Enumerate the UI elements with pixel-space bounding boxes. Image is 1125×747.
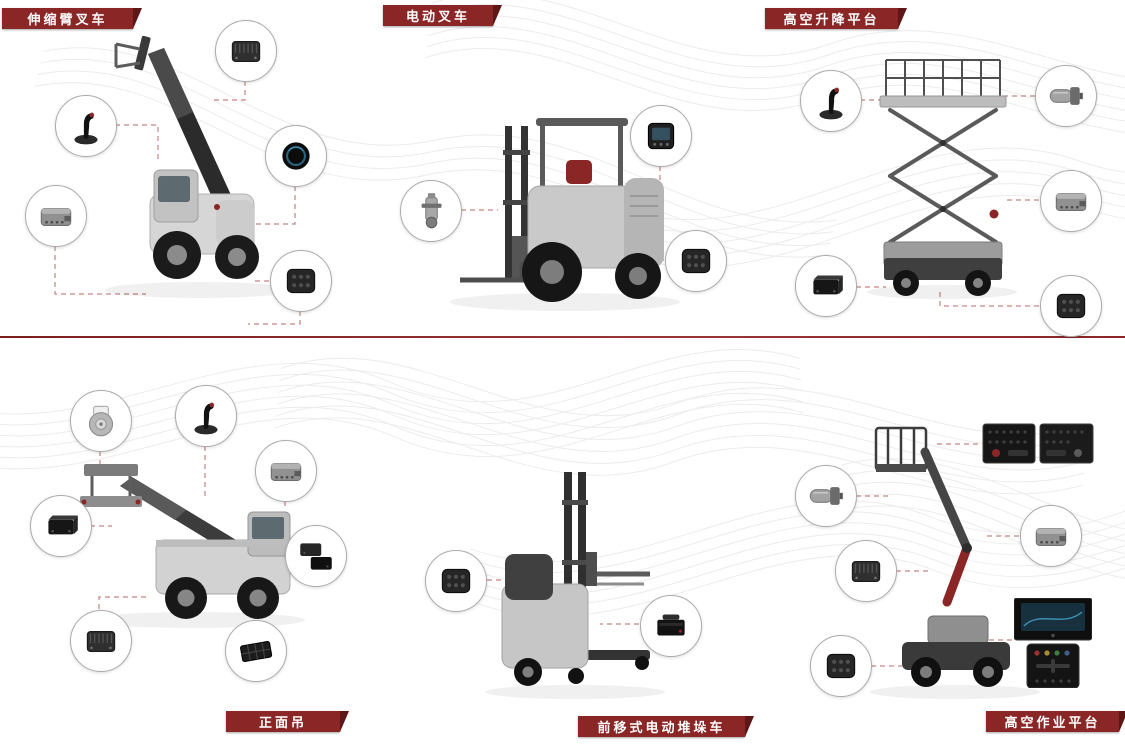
stacker-controller-unit-callout [255, 440, 317, 502]
joystick-icon [185, 395, 227, 437]
boomlift-controller-unit-callout [1020, 505, 1082, 567]
forklift-display-controller-callout [630, 105, 692, 167]
keypad-icon [1050, 285, 1092, 327]
telescopic-joystick-callout [55, 95, 117, 157]
scissor-controller-unit-callout [1040, 170, 1102, 232]
controller-unit-icon [35, 195, 77, 237]
scissor-joystick-callout [800, 70, 862, 132]
controller-unit-icon [1030, 515, 1072, 557]
telescopic-keypad-callout [270, 250, 332, 312]
ribbon-label: 高空作业平台 [1004, 715, 1101, 730]
power-module-icon [40, 505, 82, 547]
keypad-icon [435, 560, 477, 602]
ribbon-reach-truck: 前移式电动堆垛车 [578, 716, 754, 737]
control-panel-icon [982, 423, 1094, 464]
section-divider-line [0, 336, 1125, 338]
boomlift-display-remote-image [1014, 598, 1092, 688]
reach-truck-battery-callout [640, 595, 702, 657]
battery-module-icon [650, 605, 692, 647]
ribbon-label: 前移式电动堆垛车 [597, 720, 726, 735]
membrane-keypad-icon [235, 630, 277, 672]
forklift-keypad-callout [665, 230, 727, 292]
dual-power-modules-icon [295, 535, 337, 577]
boomlift-control-panel-image [982, 420, 1094, 466]
power-module-icon [805, 265, 847, 307]
forklift-pump-unit-callout [400, 180, 462, 242]
vehicle-articulated-boom-lift [870, 426, 1040, 699]
vehicle-telescopic-boom-forklift [105, 35, 295, 298]
stacker-joystick-callout [175, 385, 237, 447]
ribbon-label: 伸缩臂叉车 [27, 12, 108, 27]
controller-unit-icon [1050, 180, 1092, 222]
stacker-power-module-callout [30, 495, 92, 557]
reach-truck-keypad-callout [425, 550, 487, 612]
joystick-icon [810, 80, 852, 122]
boomlift-keypad-callout [810, 635, 872, 697]
boomlift-controller-module-callout [835, 540, 897, 602]
telescopic-display-disc-callout [265, 125, 327, 187]
controller-unit-icon [265, 450, 307, 492]
pump-unit-icon [410, 190, 452, 232]
ribbon-reach-stacker: 正面吊 [226, 711, 349, 732]
display-remote-icon [1014, 598, 1092, 688]
drive-motor-icon [805, 475, 847, 517]
keypad-icon [280, 260, 322, 302]
stacker-encoder-callout [70, 390, 132, 452]
vehicle-reach-stacker [80, 464, 305, 628]
encoder-icon [80, 400, 122, 442]
ribbon-label: 高空升降平台 [783, 12, 880, 27]
keypad-icon [675, 240, 717, 282]
scissor-power-module-callout [795, 255, 857, 317]
controller-module-icon [845, 550, 887, 592]
stacker-dual-power-modules-callout [285, 525, 347, 587]
telescopic-controller-module-callout [215, 20, 277, 82]
joystick-icon [65, 105, 107, 147]
drive-motor-icon [1045, 75, 1087, 117]
display-controller-icon [640, 115, 682, 157]
vehicle-reach-truck [485, 472, 665, 699]
ribbon-telescopic-boom-forklift: 伸缩臂叉车 [2, 8, 142, 29]
stacker-controller-module-callout [70, 610, 132, 672]
telescopic-controller-unit-callout [25, 185, 87, 247]
scissor-drive-motor-callout [1035, 65, 1097, 127]
ribbon-boom-lift: 高空作业平台 [986, 711, 1125, 732]
controller-module-icon [225, 30, 267, 72]
scissor-keypad-callout [1040, 275, 1102, 337]
ribbon-scissor-lift: 高空升降平台 [765, 8, 907, 29]
ribbon-electric-forklift: 电动叉车 [383, 5, 502, 26]
controller-module-icon [80, 620, 122, 662]
ribbon-label: 正面吊 [258, 715, 307, 730]
boomlift-drive-motor-callout [795, 465, 857, 527]
vehicle-electric-forklift [450, 118, 680, 311]
display-disc-icon [275, 135, 317, 177]
vehicle-scissor-lift [867, 59, 1017, 299]
stacker-membrane-keypad-callout [225, 620, 287, 682]
keypad-icon [820, 645, 862, 687]
ribbon-label: 电动叉车 [405, 9, 470, 24]
